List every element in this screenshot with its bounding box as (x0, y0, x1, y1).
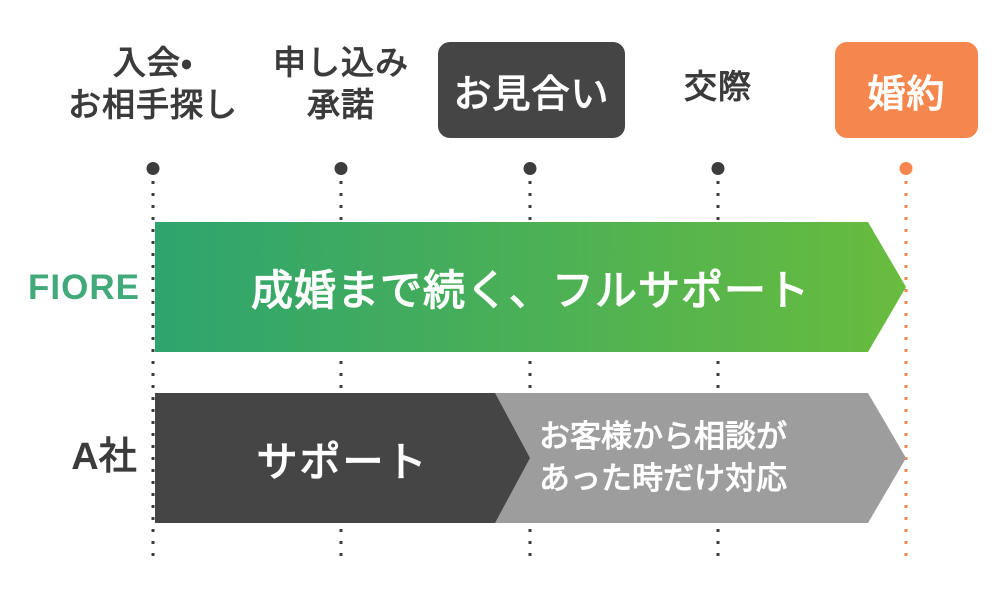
timeline-dot-apply-accept (334, 162, 348, 175)
company-a-limited-support-arrow: お客様から相談が あった時だけ対応 (495, 393, 906, 523)
stage-label-dating: 交際 (684, 68, 752, 105)
row-label-fiore: FIORE (28, 268, 140, 307)
stage-badge-engagement: 婚約 (835, 42, 978, 138)
timeline-dot-omiai (523, 162, 537, 175)
timeline-dotted-line-dating (716, 181, 720, 562)
timeline-dot-engagement (899, 162, 913, 175)
row-label-company-a: A社 (71, 436, 137, 478)
timeline-dot-join-search (146, 162, 160, 175)
timeline-dotted-line-engagement (904, 181, 908, 562)
timeline-dotted-line-omiai (528, 181, 532, 562)
company-a-support-text: サポート (256, 439, 429, 485)
stage-badge-omiai: お見合い (438, 42, 625, 138)
stage-label-join-search: 入会・ お相手探し (68, 44, 238, 123)
fiore-full-support-arrow: 成婚まで続く、フルサポート (155, 222, 906, 352)
company-a-limited-text: お客様から相談が あった時だけ対応 (539, 419, 787, 496)
timeline-dot-dating (711, 162, 725, 175)
company-a-support-arrow: サポート (155, 393, 530, 523)
stage-label-apply-accept: 申し込み 承諾 (273, 44, 409, 123)
fiore-arrow-text: 成婚まで続く、フルサポート (250, 266, 810, 314)
timeline-dotted-line-join-search (151, 181, 155, 562)
timeline-dotted-line-apply-accept (339, 181, 343, 562)
